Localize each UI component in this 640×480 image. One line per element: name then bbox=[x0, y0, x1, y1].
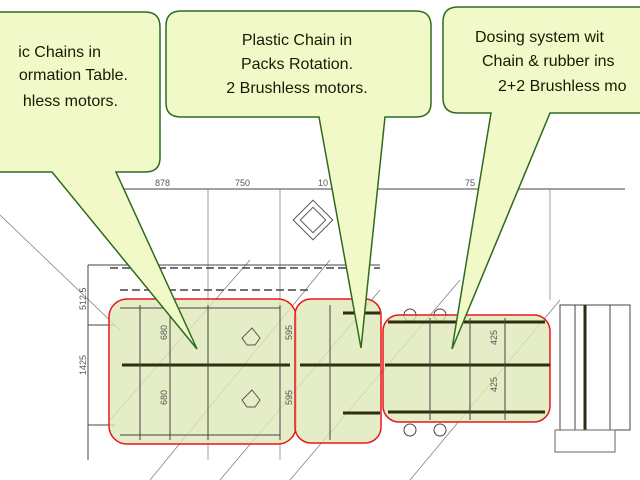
callout-3-line-1: Dosing system wit bbox=[475, 29, 604, 46]
direction-arrow-icon bbox=[241, 389, 261, 408]
dim-100: 10 bbox=[318, 178, 328, 188]
dim-512-5: 512.5 bbox=[78, 287, 88, 310]
callout-2-line-3: 2 Brushless motors. bbox=[226, 80, 367, 97]
zone-packs-rotation: 595 595 bbox=[284, 298, 382, 444]
dim-595-upper: 595 bbox=[284, 325, 294, 340]
zone-formation-table: 680 680 bbox=[108, 298, 297, 445]
dim-680-lower: 680 bbox=[159, 390, 169, 405]
dim-1425: 1425 bbox=[78, 355, 88, 375]
dim-750: 750 bbox=[235, 178, 250, 188]
callout-1-line-3: hless motors. bbox=[23, 93, 118, 110]
callout-1-line-2: ormation Table. bbox=[19, 67, 128, 84]
callout-3-line-2: Chain & rubber ins bbox=[482, 53, 615, 70]
dim-425-lower: 425 bbox=[489, 377, 499, 392]
callout-1-line-1: ic Chains in bbox=[18, 44, 101, 61]
callout-dosing-system: Dosing system wit Chain & rubber ins 2+2… bbox=[442, 6, 640, 350]
dim-595-lower: 595 bbox=[284, 390, 294, 405]
callout-packs-rotation: Plastic Chain in Packs Rotation. 2 Brush… bbox=[165, 10, 432, 349]
dim-680-upper: 680 bbox=[159, 325, 169, 340]
dim-425-upper: 425 bbox=[489, 330, 499, 345]
dim-878: 878 bbox=[155, 178, 170, 188]
callout-formation-table: ic Chains in ormation Table. hless motor… bbox=[0, 11, 198, 350]
direction-arrow-icon bbox=[241, 327, 261, 346]
callout-3-line-3: 2+2 Brushless mo bbox=[498, 78, 627, 95]
electrical-hazard-icon bbox=[292, 199, 334, 241]
callout-2-line-2: Packs Rotation. bbox=[241, 56, 353, 73]
zone-dosing-system: 425 425 bbox=[382, 314, 551, 423]
callout-2-line-1: Plastic Chain in bbox=[242, 32, 352, 49]
dim-75: 75 bbox=[465, 178, 475, 188]
